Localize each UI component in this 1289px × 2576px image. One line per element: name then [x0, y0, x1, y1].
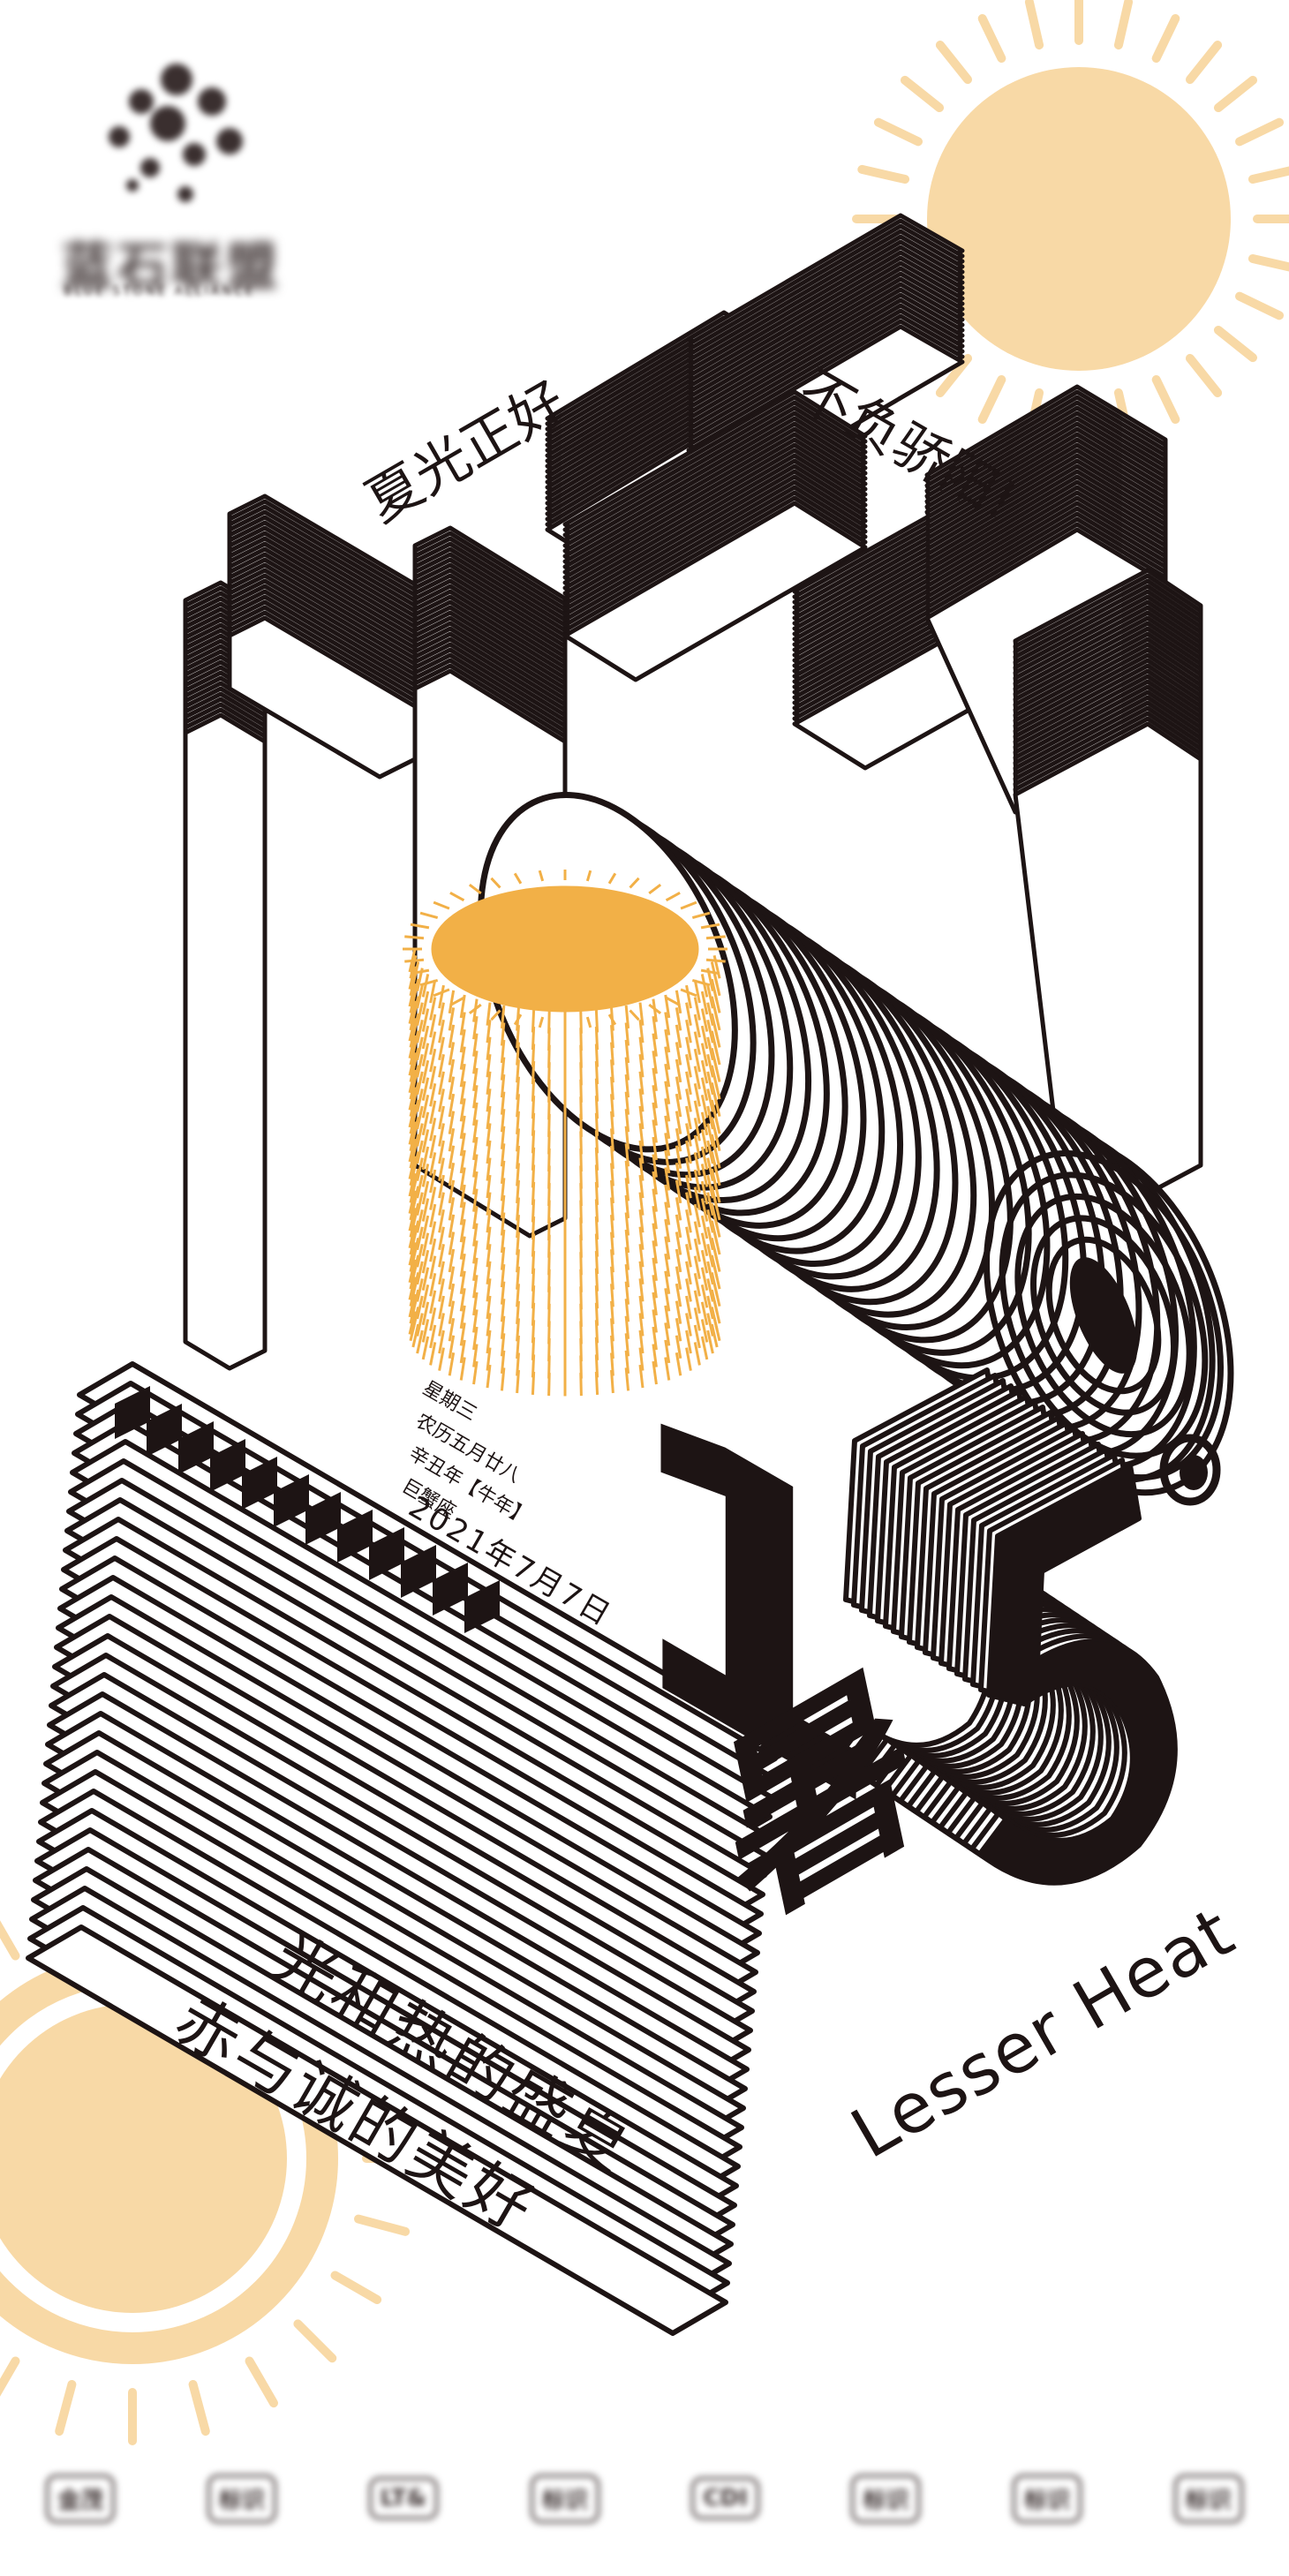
partner-logo: 金茂 — [46, 2474, 116, 2523]
partner-logo: 标识 — [1173, 2474, 1243, 2523]
partner-logo-strip: 金茂 标识 LT& 标识 CDI 标识 标识 标识 — [0, 2454, 1289, 2542]
partner-logo: 标识 — [1013, 2474, 1082, 2523]
golden-sun-cylinder-icon — [403, 870, 727, 1397]
dot-cluster-logo-icon — [109, 64, 243, 202]
striped-glyph-shu-top — [545, 213, 1203, 1239]
logo-subtitle: BLUE STONE ALLIANCE — [64, 284, 256, 298]
partner-logo: 标识 — [851, 2474, 921, 2523]
partner-logo: CDI — [691, 2477, 759, 2520]
striped-base-slab — [26, 1361, 780, 2336]
decimal-dot-icon — [1159, 1434, 1221, 1506]
partner-logo: 标识 — [207, 2474, 276, 2523]
partner-logo: LT& — [368, 2477, 439, 2520]
logo-name: 蓝石联盟 — [62, 237, 282, 297]
partner-logo: 标识 — [530, 2474, 599, 2523]
striped-digit-five — [834, 1367, 1178, 1886]
